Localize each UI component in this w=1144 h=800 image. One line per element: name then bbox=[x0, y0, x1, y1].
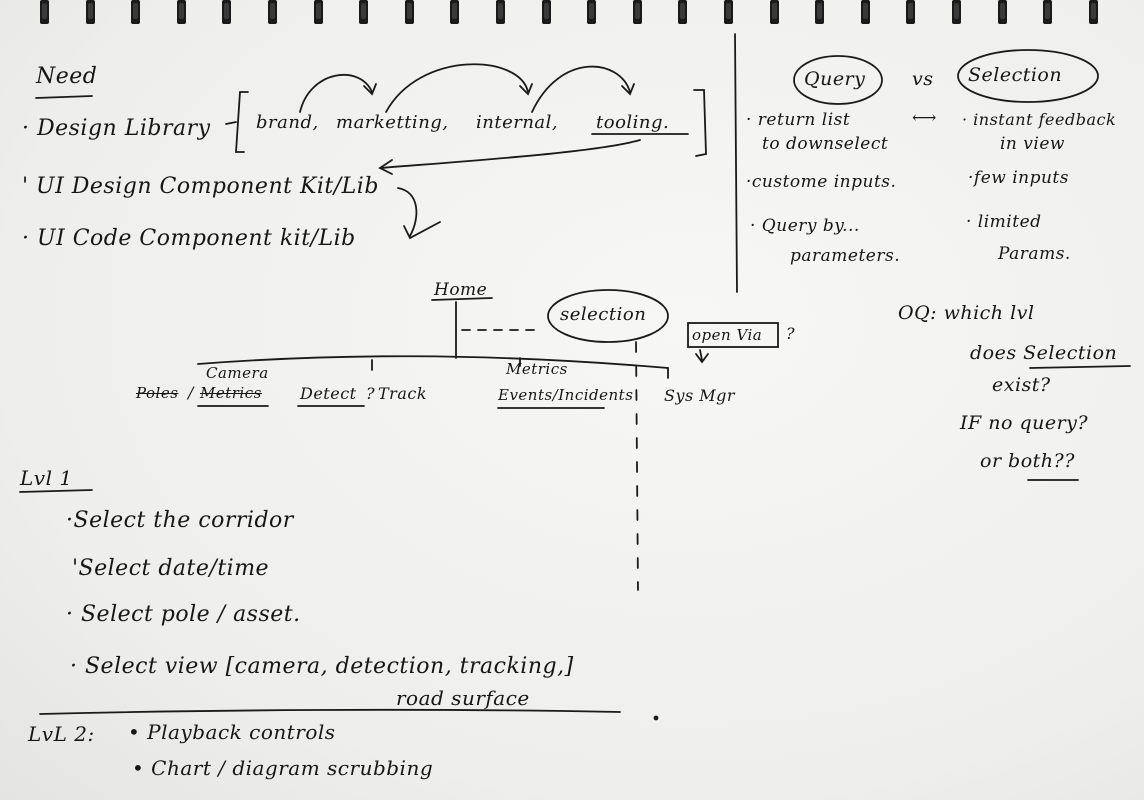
nav-poles-struck: Poles bbox=[136, 384, 179, 402]
spiral-ring bbox=[450, 0, 460, 24]
spiral-ring bbox=[860, 0, 870, 24]
oq-line-4: IF no query? bbox=[960, 412, 1089, 434]
nav-track: Track bbox=[378, 384, 428, 403]
spiral-ring bbox=[678, 0, 688, 24]
nav-metrics: Metrics bbox=[506, 360, 568, 378]
nav-camera: Camera bbox=[206, 364, 269, 382]
selection-point-2: ·few inputs bbox=[968, 168, 1069, 188]
spiral-ring bbox=[313, 0, 323, 24]
spiral-ring bbox=[222, 0, 232, 24]
level-separator bbox=[39, 708, 621, 715]
lvl2-item-playback: • Playback controls bbox=[128, 720, 336, 744]
spiral-ring bbox=[85, 0, 95, 24]
lvl2-heading: LvL 2: bbox=[28, 722, 95, 746]
arc-arrow-3 bbox=[531, 65, 631, 113]
need-item-ui-code-kit: · UI Code Component kit/Lib bbox=[22, 226, 356, 251]
selection-point-3b: Params. bbox=[998, 244, 1071, 264]
oq-line-1: OQ: which lvl bbox=[898, 302, 1035, 324]
nav-home: Home bbox=[434, 280, 488, 300]
bracket-item-marketing: marketting, bbox=[336, 112, 449, 133]
query-point-2: ·custome inputs. bbox=[746, 172, 897, 192]
spiral-ring bbox=[815, 0, 825, 24]
arc-arrow-1 bbox=[299, 73, 373, 113]
nav-open-via: open Via bbox=[692, 326, 763, 344]
spiral-ring bbox=[131, 0, 141, 24]
need-item-design-library: · Design Library bbox=[22, 116, 211, 141]
nav-metrics-struck: Metrics bbox=[200, 384, 262, 402]
return-arrow bbox=[379, 139, 641, 169]
nav-slash: / bbox=[188, 383, 194, 402]
query-point-1b: to downselect bbox=[762, 134, 889, 154]
spiral-ring bbox=[769, 0, 779, 24]
selection-point-3: · limited bbox=[966, 212, 1042, 232]
nav-events-incidents: Events/Incidents bbox=[498, 386, 634, 404]
spiral-binding bbox=[0, 0, 1144, 28]
need-underline bbox=[35, 95, 93, 99]
oq-line-3: exist? bbox=[992, 374, 1051, 396]
curl-arrow bbox=[397, 187, 418, 237]
bracket-right bbox=[693, 89, 707, 157]
selection-label: Selection bbox=[968, 64, 1063, 86]
spiral-ring bbox=[997, 0, 1007, 24]
spiral-ring bbox=[587, 0, 597, 24]
spiral-ring bbox=[176, 0, 186, 24]
selection-dashed-drop bbox=[635, 341, 639, 591]
bracket-item-brand: brand, bbox=[256, 112, 319, 133]
section-divider bbox=[734, 33, 738, 293]
spiral-ring bbox=[541, 0, 551, 24]
need-heading: Need bbox=[36, 64, 98, 89]
bracket-item-tooling: tooling. bbox=[596, 112, 670, 133]
lvl1-item-view-extra: road surface bbox=[396, 686, 530, 710]
query-label: Query bbox=[804, 68, 866, 90]
spiral-ring bbox=[1088, 0, 1098, 24]
query-point-3b: parameters. bbox=[790, 246, 901, 266]
selection-point-1b: in view bbox=[1000, 134, 1065, 154]
nav-detect: Detect bbox=[300, 384, 357, 403]
bracket-item-internal: internal, bbox=[476, 112, 559, 133]
lvl1-item-pole: · Select pole / asset. bbox=[66, 602, 301, 627]
spiral-ring bbox=[359, 0, 369, 24]
nav-sys-mgr: Sys Mgr bbox=[664, 386, 736, 405]
lvl2-item-chart-scrubbing: • Chart / diagram scrubbing bbox=[132, 756, 434, 780]
query-point-1: · return list bbox=[746, 110, 851, 130]
vs-label: vs bbox=[912, 68, 934, 90]
arc-arrow-2 bbox=[385, 63, 529, 113]
spiral-ring bbox=[40, 0, 49, 24]
selection-point-1: · instant feedback bbox=[962, 110, 1117, 129]
spiral-ring bbox=[404, 0, 414, 24]
nav-selection: selection bbox=[560, 304, 647, 325]
lvl1-item-datetime: 'Select date/time bbox=[72, 556, 270, 581]
lvl1-item-corridor: ·Select the corridor bbox=[66, 508, 294, 533]
nav-detect-question: ? bbox=[366, 384, 376, 403]
nav-open-via-question: ? bbox=[786, 324, 796, 343]
need-item-ui-design-kit: ' UI Design Component Kit/Lib bbox=[22, 174, 379, 199]
bracket-left bbox=[235, 91, 249, 153]
spiral-ring bbox=[906, 0, 916, 24]
oq-line-2: does Selection bbox=[970, 342, 1118, 364]
spiral-ring bbox=[632, 0, 642, 24]
spiral-ring bbox=[952, 0, 961, 24]
spiral-ring bbox=[496, 0, 505, 24]
compare-arrow: ⟷ bbox=[912, 108, 937, 128]
oq-line-5: or both?? bbox=[980, 450, 1075, 472]
spiral-ring bbox=[268, 0, 277, 24]
spiral-ring bbox=[1043, 0, 1053, 24]
spiral-ring bbox=[724, 0, 733, 24]
brace-tick bbox=[225, 121, 237, 125]
lvl1-item-view: · Select view [camera, detection, tracki… bbox=[70, 654, 574, 679]
query-point-3: · Query by... bbox=[750, 216, 860, 236]
lvl1-heading: Lvl 1 bbox=[20, 466, 73, 490]
